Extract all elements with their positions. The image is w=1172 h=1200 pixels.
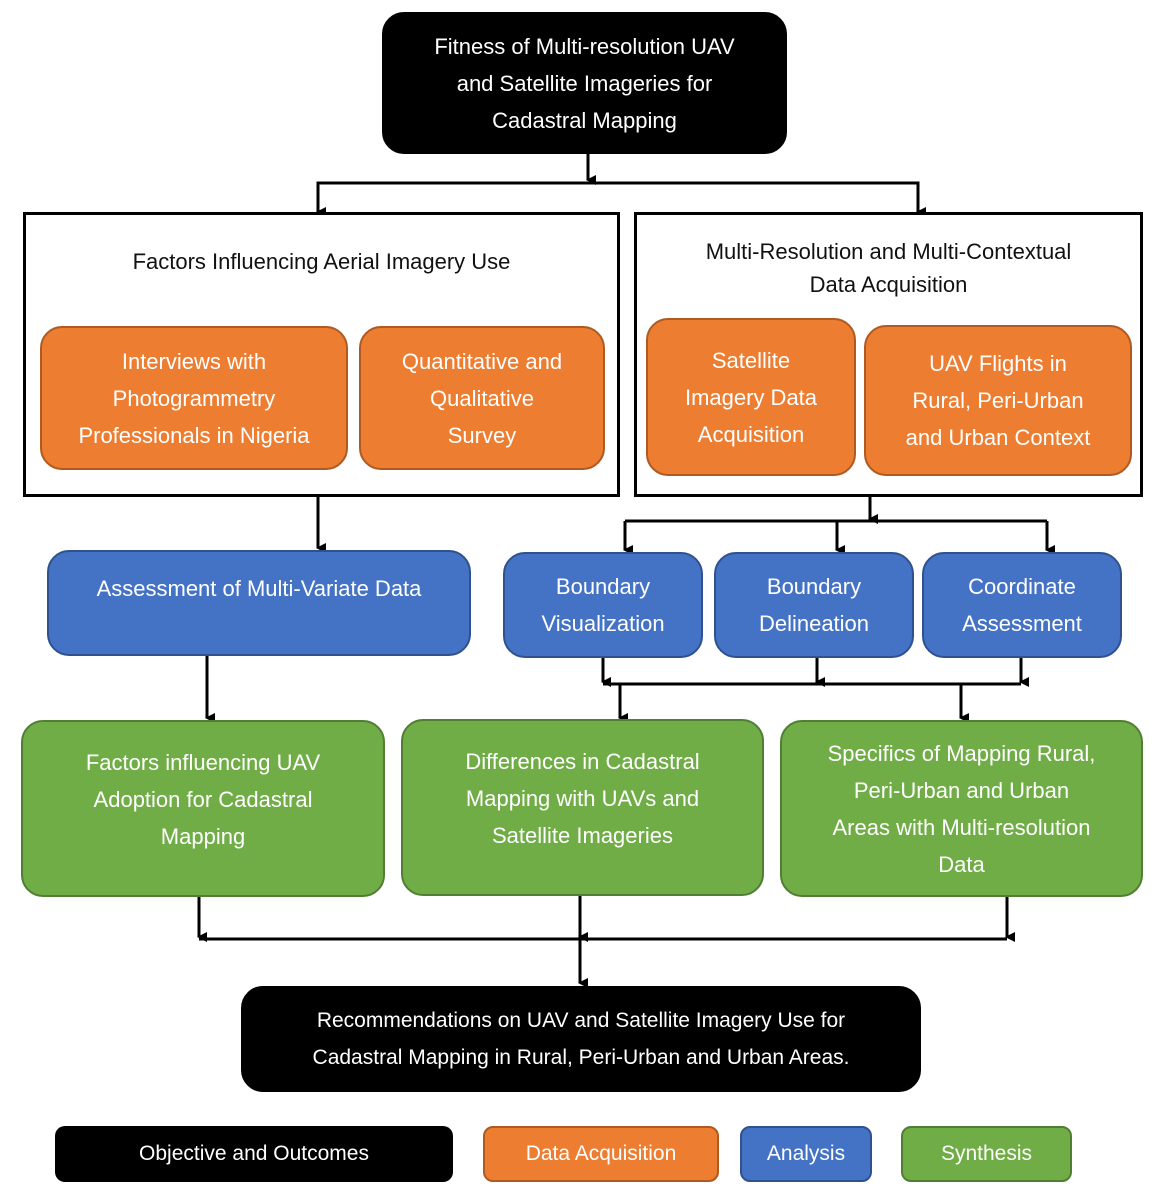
node-label: Factors influencing UAV Adoption for Cad… xyxy=(85,750,321,849)
node-label: Quantitative and Qualitative Survey xyxy=(401,348,563,448)
legend-synthesis: Synthesis xyxy=(901,1126,1072,1182)
legend-objective-outcomes: Objective and Outcomes xyxy=(55,1126,453,1182)
node-label: Differences in Cadastral Mapping with UA… xyxy=(465,749,700,848)
node-assessment-multivariate: Assessment of Multi-Variate Data xyxy=(47,550,471,656)
node-label: Interviews with Photogrammetry Professio… xyxy=(78,348,310,448)
connector-split-top xyxy=(316,181,920,210)
legend-data-acquisition: Data Acquisition xyxy=(483,1126,719,1182)
node-interviews: Interviews with Photogrammetry Professio… xyxy=(40,326,348,470)
group-title: Multi-Resolution and Multi-Contextual Da… xyxy=(705,239,1072,297)
legend-analysis: Analysis xyxy=(740,1126,872,1182)
node-label: Assessment of Multi-Variate Data xyxy=(96,576,422,601)
outcome-text: Recommendations on UAV and Satellite Ima… xyxy=(312,1009,850,1069)
group-title: Factors Influencing Aerial Imagery Use xyxy=(132,249,511,274)
node-specifics-mapping: Specifics of Mapping Rural, Peri-Urban a… xyxy=(780,720,1143,897)
node-label: UAV Flights in Rural, Peri-Urban and Urb… xyxy=(905,351,1091,450)
objective-node: Fitness of Multi-resolution UAV and Sate… xyxy=(382,12,787,154)
node-uav-flights: UAV Flights in Rural, Peri-Urban and Urb… xyxy=(864,325,1132,476)
node-label: Satellite Imagery Data Acquisition xyxy=(684,347,818,447)
node-label: Specifics of Mapping Rural, Peri-Urban a… xyxy=(827,740,1096,877)
node-factors-uav-adoption: Factors influencing UAV Adoption for Cad… xyxy=(21,720,385,897)
outcome-node: Recommendations on UAV and Satellite Ima… xyxy=(241,986,921,1092)
node-label: Coordinate Assessment xyxy=(962,574,1082,636)
node-coordinate-assessment: Coordinate Assessment xyxy=(922,552,1122,658)
legend-label: Analysis xyxy=(766,1142,846,1165)
node-boundary-visualization: Boundary Visualization xyxy=(503,552,703,658)
node-label: Boundary Delineation xyxy=(758,574,870,636)
node-satellite-acquisition: Satellite Imagery Data Acquisition xyxy=(646,318,856,476)
node-boundary-delineation: Boundary Delineation xyxy=(714,552,914,658)
node-differences-cadastral: Differences in Cadastral Mapping with UA… xyxy=(401,719,764,896)
legend-label: Synthesis xyxy=(940,1142,1033,1165)
objective-text: Fitness of Multi-resolution UAV and Sate… xyxy=(434,33,735,133)
node-survey: Quantitative and Qualitative Survey xyxy=(359,326,605,470)
legend-label: Data Acquisition xyxy=(525,1142,677,1165)
node-label: Boundary Visualization xyxy=(541,574,665,636)
legend-label: Objective and Outcomes xyxy=(139,1142,369,1165)
